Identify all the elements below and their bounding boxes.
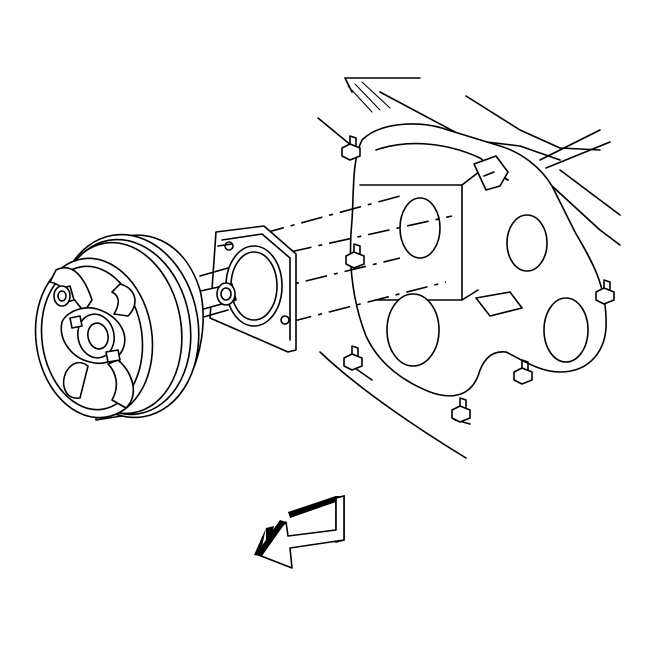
mounting-nuts bbox=[341, 135, 615, 423]
mounting-nut bbox=[345, 243, 365, 269]
dash-panel bbox=[317, 77, 621, 459]
mounting-nut bbox=[451, 397, 471, 423]
direction-arrow bbox=[254, 494, 345, 569]
mounting-nut bbox=[343, 345, 363, 371]
mounting-nut bbox=[595, 279, 615, 305]
mounting-nut bbox=[513, 359, 533, 385]
mounting-nut bbox=[341, 135, 361, 161]
vacuum-booster bbox=[34, 233, 237, 421]
